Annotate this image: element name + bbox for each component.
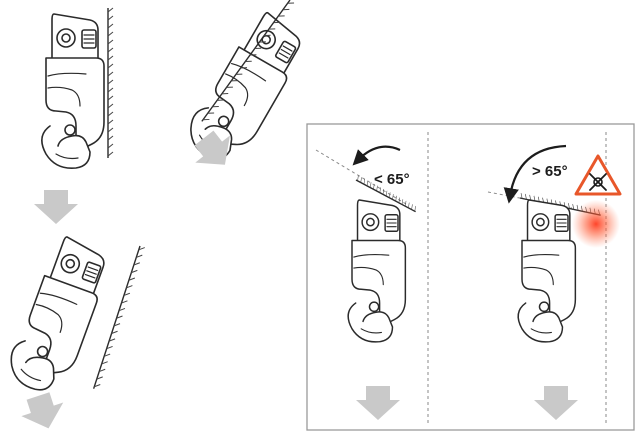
- device-figure-slanted-lower: [2, 232, 146, 400]
- angle-ok-label: < 65°: [374, 171, 410, 188]
- device-figure-vertical: [41, 7, 114, 170]
- angle-danger-label: > 65°: [532, 163, 568, 180]
- curved-arrow-icon: [352, 145, 401, 166]
- warning-triangle-icon: [574, 154, 622, 196]
- curved-arrow-icon: [503, 144, 567, 204]
- angle-ok-figure: < 65°: [315, 132, 429, 426]
- angle-danger-figure: > 65°: [487, 132, 622, 426]
- danger-glow: [572, 200, 620, 248]
- down-arrow-icon: [17, 389, 70, 436]
- down-arrow-icon: [34, 190, 78, 224]
